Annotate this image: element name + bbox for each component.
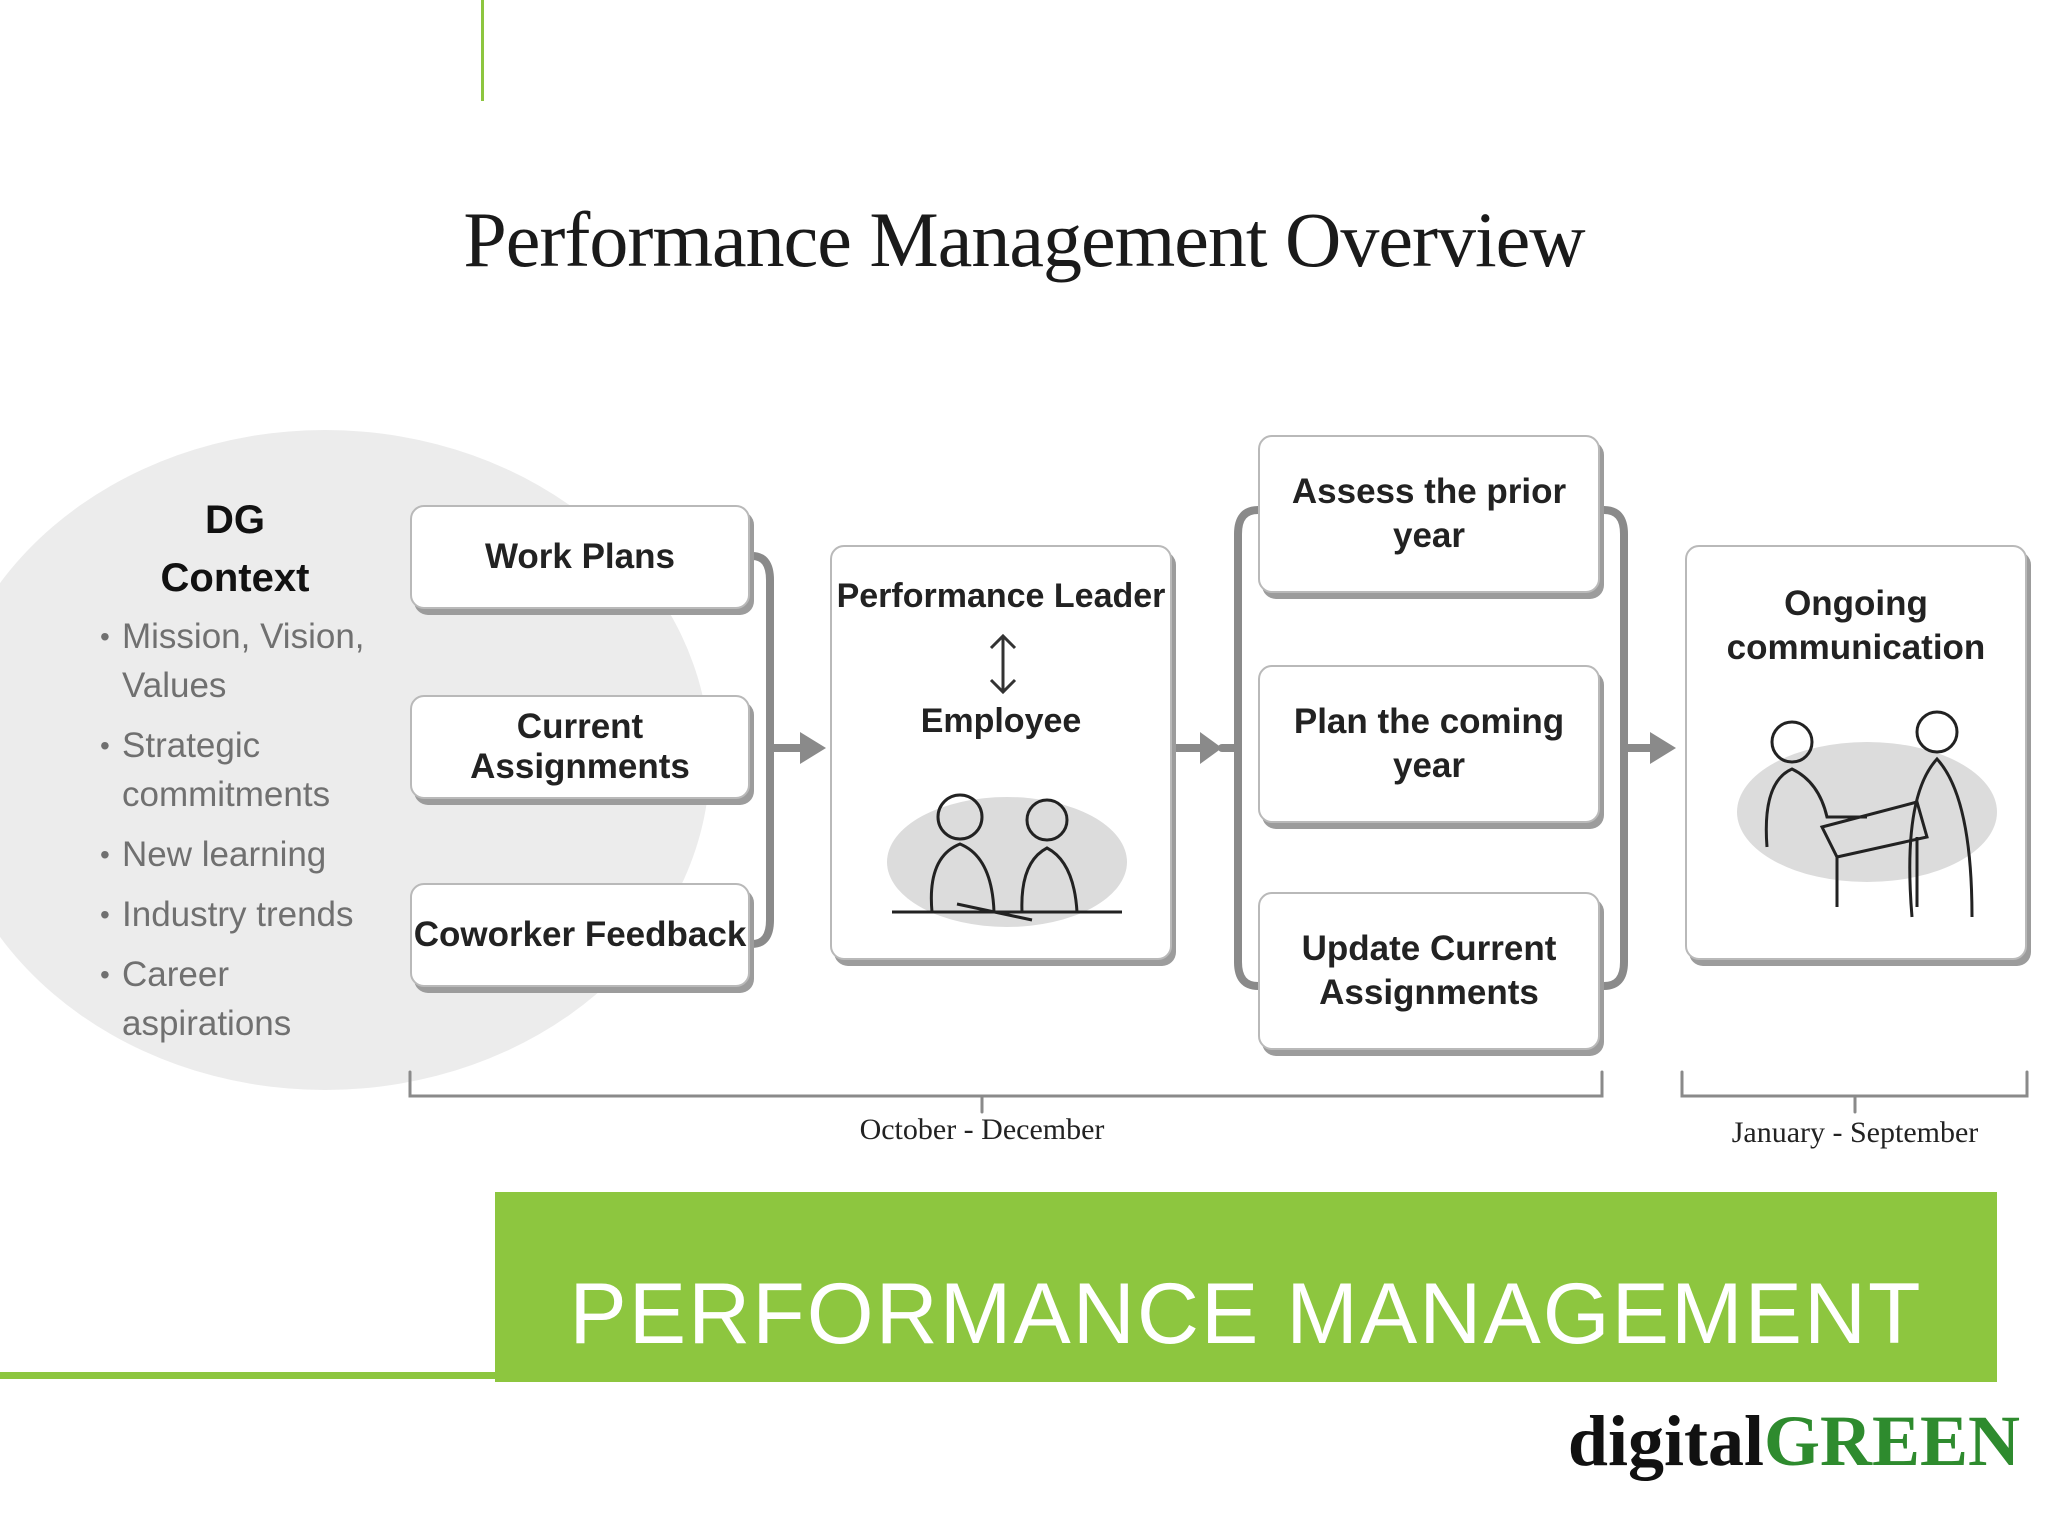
period-label-oct-dec: October - December: [782, 1113, 1182, 1147]
digitalgreen-logo: digitalGREEN: [1540, 1400, 2020, 1483]
up-down-arrow-icon: [985, 632, 1021, 696]
performance-leader-label: Performance Leader: [832, 577, 1170, 616]
meeting-illustration-icon: [882, 762, 1132, 942]
employee-label: Employee: [832, 702, 1170, 741]
step-assess-prior-year: Assess the prior year: [1258, 435, 1600, 593]
performance-leader-employee-box: Performance Leader Employee: [830, 545, 1172, 960]
input-work-plans: Work Plans: [410, 505, 750, 609]
input-current-assignments: Current Assignments: [410, 695, 750, 799]
ongoing-communication-box: Ongoing communication: [1685, 545, 2027, 960]
banner-title: PERFORMANCE MANAGEMENT: [495, 1265, 1997, 1364]
footer-accent-line: [0, 1372, 500, 1379]
logo-part-green: GREEN: [1764, 1401, 2020, 1481]
ongoing-communication-label: Ongoing communication: [1687, 582, 2025, 670]
logo-part-digital: digital: [1568, 1401, 1764, 1481]
input-coworker-feedback: Coworker Feedback: [410, 883, 750, 987]
period-label-jan-sep: January - September: [1655, 1116, 2048, 1150]
step-plan-coming-year: Plan the coming year: [1258, 665, 1600, 823]
step-update-current-assignments: Update Current Assignments: [1258, 892, 1600, 1050]
conversation-illustration-icon: [1727, 707, 1997, 927]
